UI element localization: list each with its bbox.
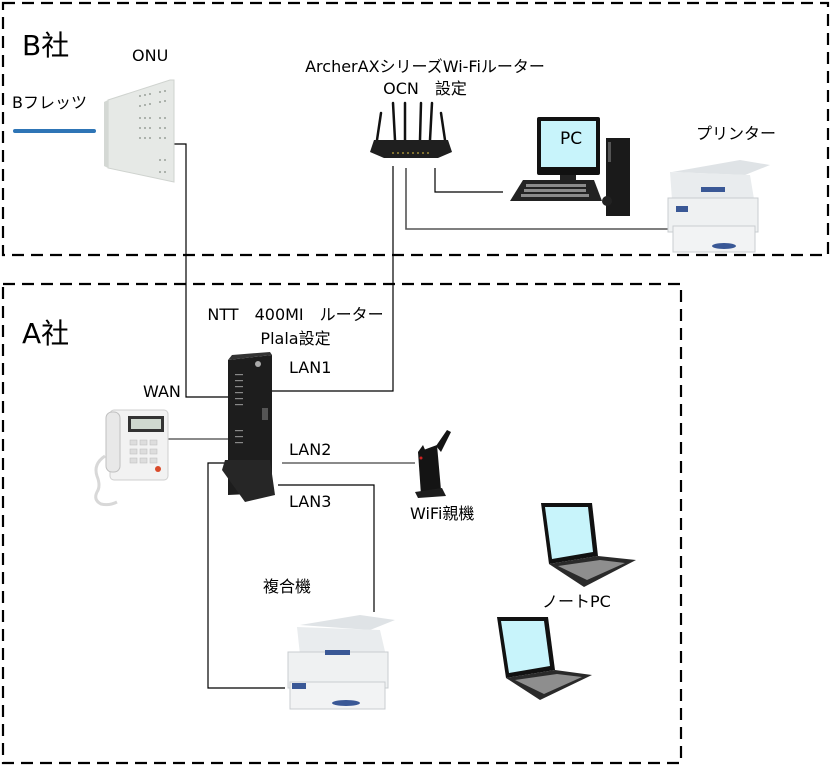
pc-screen-label: PC — [560, 129, 583, 149]
onu-device — [104, 79, 175, 183]
cable-onu-to-wan — [173, 143, 230, 398]
note-pc-label: ノートPC — [542, 592, 611, 611]
ntt-router-device — [222, 352, 275, 502]
phone-device — [94, 409, 169, 507]
archer-router-device — [370, 101, 452, 158]
wifi-parent-label: WiFi親機 — [410, 504, 475, 523]
b-flets-label: Bフレッツ — [12, 93, 87, 112]
cable-router-to-mfp-bottom — [207, 462, 285, 689]
laptop-device-1 — [541, 503, 636, 587]
cable-archer-to-printer — [405, 168, 668, 230]
lan2-port-label: LAN2 — [289, 440, 332, 459]
ntt-router-title: NTT 400MI ルーター — [207, 305, 384, 324]
lan1-port-label: LAN1 — [289, 358, 332, 377]
archer-router-title: ArcherAXシリーズWi-Fiルーター — [305, 57, 545, 76]
ntt-router-subtitle: Plala設定 — [260, 329, 331, 348]
onu-label: ONU — [132, 46, 169, 65]
laptop-device-2 — [497, 617, 592, 700]
zone-a-label: A社 — [22, 317, 70, 350]
zone-b-border — [1, 1, 830, 257]
cable-archer-to-pc — [434, 168, 503, 193]
wan-port-label: WAN — [143, 382, 181, 401]
zone-a-border — [1, 282, 683, 765]
mfp-label: 複合機 — [263, 577, 312, 596]
printer-device-b — [667, 160, 770, 253]
cable-lan1-to-archer — [272, 166, 394, 392]
zone-b-label: B社 — [22, 29, 70, 62]
desktop-pc-device — [510, 117, 630, 216]
mfp-device — [287, 615, 395, 710]
wifi-parent-device — [415, 430, 451, 498]
archer-router-subtitle: OCN 設定 — [383, 79, 467, 98]
lan3-port-label: LAN3 — [289, 492, 332, 511]
printer-label: プリンター — [696, 124, 777, 143]
cable-lan3-to-mfp — [278, 484, 375, 612]
